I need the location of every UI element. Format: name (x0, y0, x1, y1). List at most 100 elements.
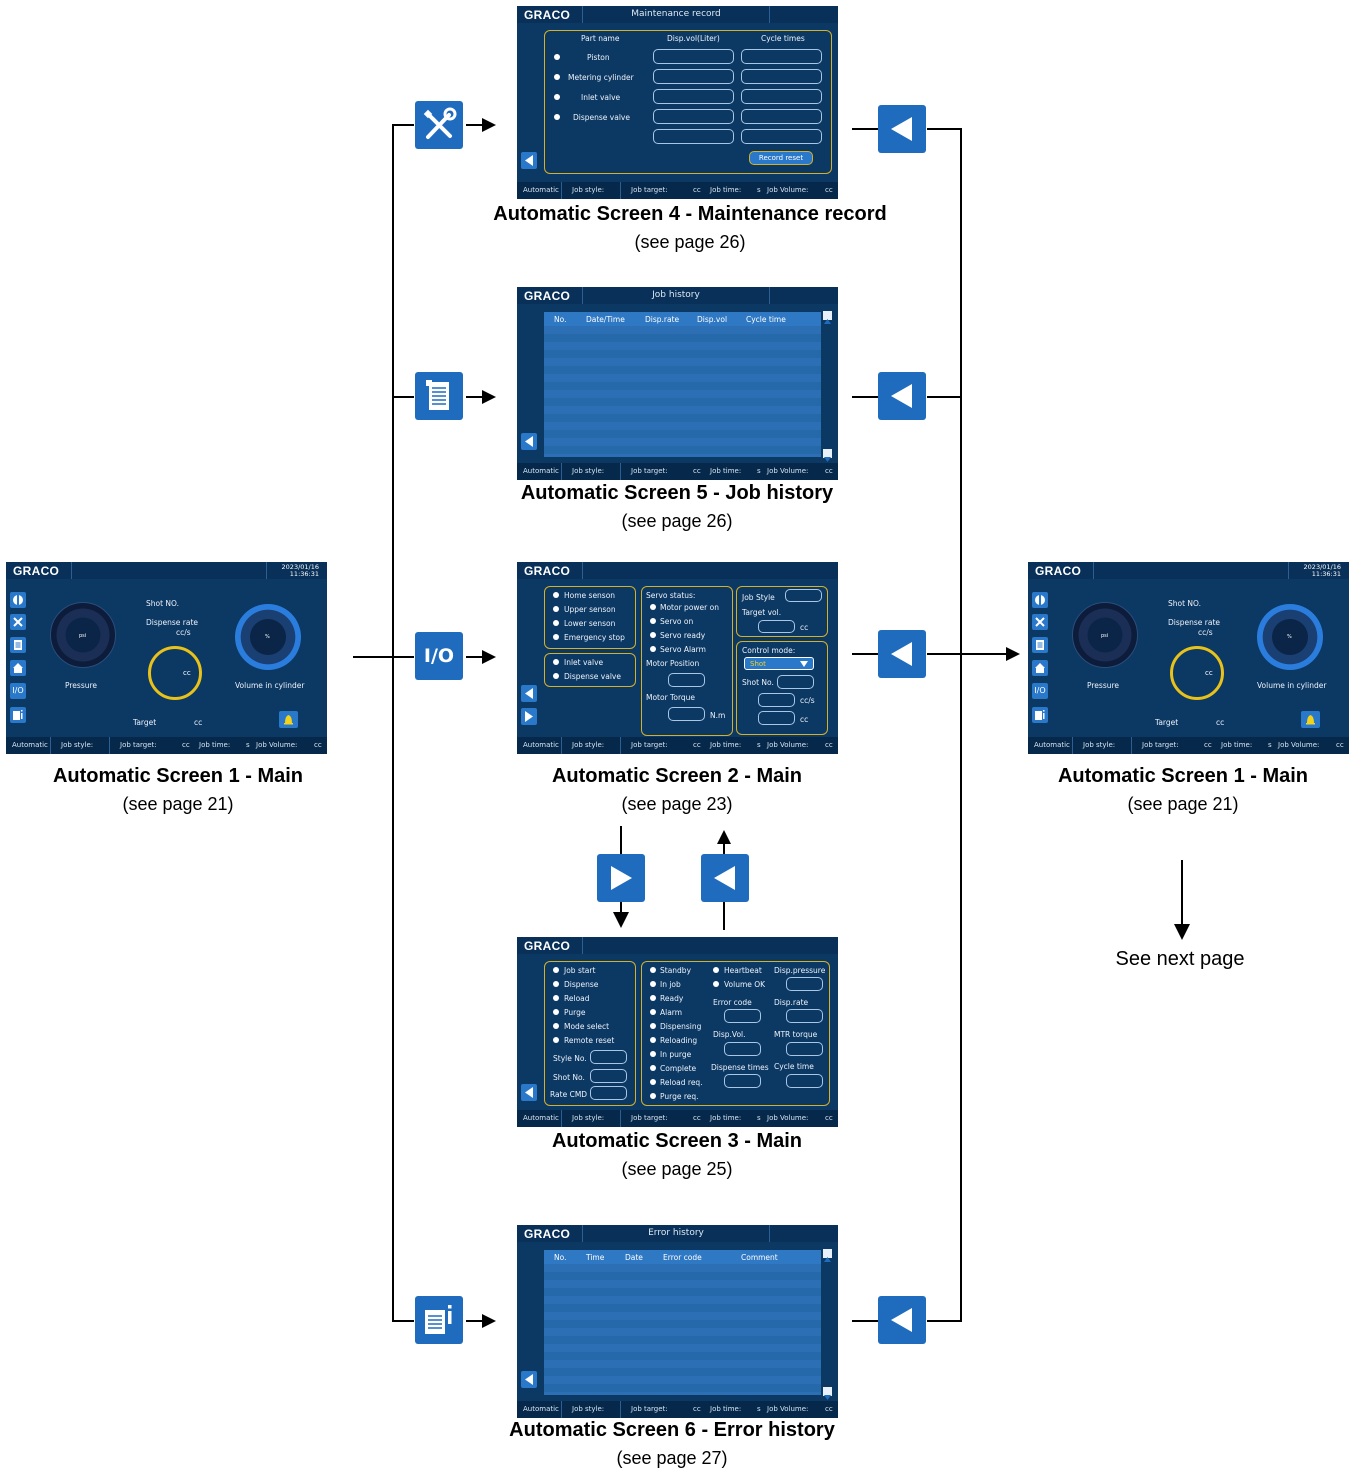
shot-no-field[interactable] (777, 675, 814, 689)
servo-item: Servo ready (660, 631, 706, 640)
servo-status-label: Servo status: (646, 591, 696, 600)
footer-job-target: Job target: (1142, 741, 1179, 749)
sidebar-error-history[interactable] (10, 707, 26, 723)
back-button[interactable] (521, 433, 537, 450)
cycle-times-field[interactable] (741, 49, 822, 64)
back-nav-icon-s2[interactable] (878, 630, 926, 678)
sidebar-home-key[interactable] (10, 592, 26, 608)
status-dot (553, 1037, 559, 1043)
cycle-time-field[interactable] (786, 1074, 823, 1088)
disp-vol-field[interactable] (653, 109, 734, 124)
sidebar-home[interactable] (10, 660, 26, 676)
target-vol-field[interactable] (758, 620, 795, 633)
job-style-field[interactable] (785, 589, 822, 602)
status-dot (553, 1023, 559, 1029)
cycle-times-field[interactable] (741, 69, 822, 84)
disp-rate-field[interactable] (786, 1009, 823, 1023)
error-history-nav-icon[interactable] (415, 1296, 463, 1344)
part-label: Piston (587, 53, 610, 62)
maintenance-nav-icon[interactable] (415, 101, 463, 149)
control-mode-select[interactable]: Shot (744, 657, 814, 670)
scroll-up-icon[interactable] (823, 1249, 832, 1262)
motor-position-field[interactable] (668, 673, 705, 687)
cycle-times-field[interactable] (741, 129, 822, 144)
footer-job-style: Job style: (572, 467, 605, 475)
footer-mode: Automatic (12, 741, 48, 749)
scroll-down-icon[interactable] (823, 1387, 832, 1400)
col-date-time: Date/Time (586, 315, 625, 324)
status-panel (641, 961, 830, 1106)
disp-vol-field[interactable] (724, 1042, 761, 1056)
status-dot (554, 54, 560, 60)
sidebar-home-key[interactable] (1032, 592, 1048, 608)
scroll-down-icon[interactable] (823, 449, 832, 462)
disp-vol-field[interactable] (653, 129, 734, 144)
scrollbar[interactable] (823, 311, 832, 462)
screen-4-maintenance-record: GRACO Maintenance record Part name Disp.… (517, 6, 838, 199)
psi-unit: psi (1101, 633, 1109, 639)
pressure-label: Pressure (1087, 681, 1120, 690)
back-button[interactable] (521, 1371, 537, 1388)
status-dot (553, 981, 559, 987)
back-button[interactable] (521, 152, 537, 169)
forward-button[interactable] (521, 708, 537, 725)
target-vol-label: Target vol. (742, 608, 782, 617)
back-button[interactable] (521, 1084, 537, 1101)
style-no-field[interactable] (590, 1050, 627, 1064)
forward-nav-icon[interactable] (597, 854, 645, 902)
scroll-up-icon[interactable] (823, 311, 832, 324)
disp-vol-field[interactable] (653, 69, 734, 84)
rate-cmd-field[interactable] (590, 1086, 627, 1100)
record-reset-button[interactable]: Record reset (749, 151, 813, 165)
rate-field[interactable] (758, 693, 795, 707)
sidebar-maintenance[interactable] (10, 614, 26, 630)
io-nav-icon[interactable]: I/O (415, 632, 463, 680)
alarm-button[interactable] (279, 711, 298, 728)
valve-label: Inlet valve (564, 658, 604, 667)
disp-rate-label: Disp.rate (774, 998, 809, 1007)
sidebar-io[interactable]: I/O (10, 683, 26, 699)
sidebar-maintenance[interactable] (1032, 614, 1048, 630)
caption-screen-4: Automatic Screen 4 - Maintenance record … (460, 203, 920, 253)
scrollbar[interactable] (823, 1249, 832, 1400)
back-nav-icon-s6[interactable] (878, 1296, 926, 1344)
footer-cc: cc (825, 1114, 833, 1122)
arrow-head (482, 390, 496, 404)
sidebar-io[interactable]: I/O (1032, 683, 1048, 699)
job-history-nav-icon[interactable] (415, 372, 463, 420)
dispense-times-field[interactable] (724, 1074, 761, 1088)
volume-field[interactable] (758, 711, 795, 725)
status-label: Standby (660, 966, 692, 975)
forward-triangle-icon (611, 866, 632, 890)
caption-screen-1-right: Automatic Screen 1 - Main (see page 21) (953, 765, 1362, 815)
alarm-button[interactable] (1301, 711, 1320, 728)
io-nav-label: I/O (423, 645, 455, 667)
cycle-times-field[interactable] (741, 109, 822, 124)
dispense-rate-unit: cc/s (1198, 628, 1213, 637)
motor-torque-field[interactable] (668, 707, 705, 721)
status-dot (553, 995, 559, 1001)
back-nav-icon-s4[interactable] (878, 105, 926, 153)
footer-job-target: Job target: (631, 741, 668, 749)
status-dot (553, 606, 559, 612)
caption-title: Automatic Screen 1 - Main (52, 765, 304, 787)
cycle-times-field[interactable] (741, 89, 822, 104)
sidebar-home[interactable] (1032, 660, 1048, 676)
sidebar-job-history[interactable] (1032, 637, 1048, 653)
sidebar-job-history[interactable] (10, 637, 26, 653)
disp-vol-field[interactable] (653, 89, 734, 104)
back-nav-icon-s3[interactable] (701, 854, 749, 902)
mtr-torque-field[interactable] (786, 1042, 823, 1056)
sidebar-error-history[interactable] (1032, 707, 1048, 723)
heartbeat-label: Heartbeat (724, 966, 762, 975)
dispense-ring: cc (1170, 646, 1224, 700)
disp-pressure-field[interactable] (786, 977, 823, 991)
document-info-icon (425, 1305, 452, 1334)
servo-item: Servo on (660, 617, 694, 626)
table-rows (544, 326, 821, 457)
shot-no-field[interactable] (590, 1069, 627, 1083)
back-nav-icon-s5[interactable] (878, 372, 926, 420)
disp-vol-field[interactable] (653, 49, 734, 64)
back-button[interactable] (521, 685, 537, 702)
error-code-field[interactable] (724, 1009, 761, 1023)
